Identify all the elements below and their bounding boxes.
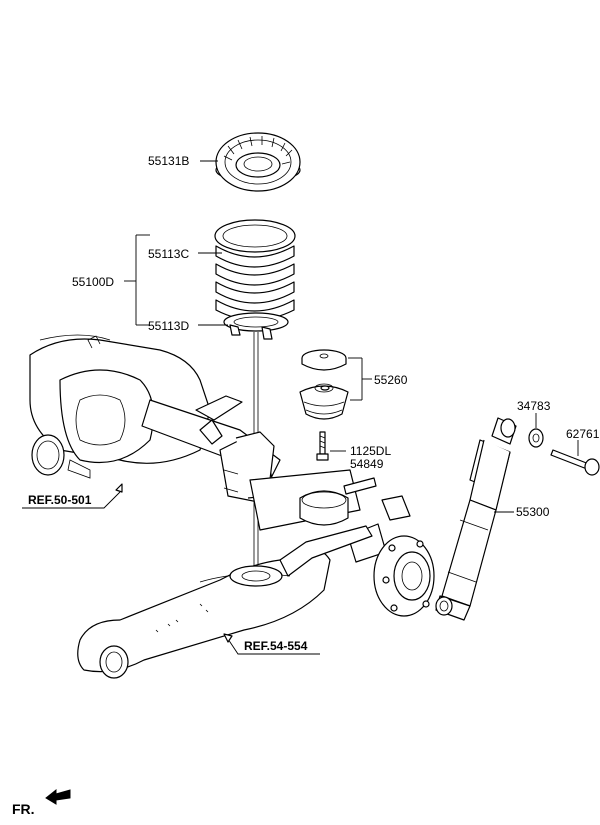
bump-stopper-callout: 55260: [348, 357, 408, 401]
trailing-arm[interactable]: [77, 525, 373, 679]
part-number-54849[interactable]: 54849: [350, 457, 384, 471]
trailing-arm-reference: REF.54-554: [223, 633, 320, 655]
bump-stopper[interactable]: [299, 349, 349, 420]
part-number-55113d[interactable]: 55113D: [148, 319, 189, 333]
ref-trailing-arm-link[interactable]: REF.54-554: [244, 639, 308, 653]
part-number-55131b[interactable]: 55131B: [148, 154, 189, 168]
spring-seat-upper[interactable]: [215, 132, 301, 192]
front-label: FR.: [12, 801, 35, 817]
front-direction-indicator: FR.: [12, 788, 71, 817]
part-number-55260[interactable]: 55260: [374, 373, 408, 387]
axle-reference: REF.50-501: [22, 483, 123, 509]
ref-axle-link[interactable]: REF.50-501: [28, 493, 92, 507]
washer[interactable]: [528, 428, 544, 448]
shock-absorber-callout: 34783 62761 55300: [494, 399, 600, 519]
part-number-55113c[interactable]: 55113C: [148, 247, 189, 261]
bolt[interactable]: [316, 431, 329, 461]
part-number-62761[interactable]: 62761: [566, 427, 600, 441]
spring-seat-upper-callout: 55131B: [148, 154, 218, 168]
coil-spring-callout: 55113C 55100D 55113D: [72, 234, 228, 333]
hub-assembly[interactable]: [373, 535, 435, 617]
bolt-callout: 1125DL 54849: [330, 444, 391, 471]
coil-spring[interactable]: [214, 219, 296, 340]
part-number-55300[interactable]: 55300: [516, 505, 550, 519]
front-arrow-icon: [45, 788, 71, 805]
part-number-34783[interactable]: 34783: [517, 399, 551, 413]
shock-absorber[interactable]: [435, 417, 517, 621]
shock-bolt[interactable]: [550, 449, 600, 476]
part-number-1125dl[interactable]: 1125DL: [350, 444, 391, 458]
part-number-55100d[interactable]: 55100D: [72, 275, 114, 289]
